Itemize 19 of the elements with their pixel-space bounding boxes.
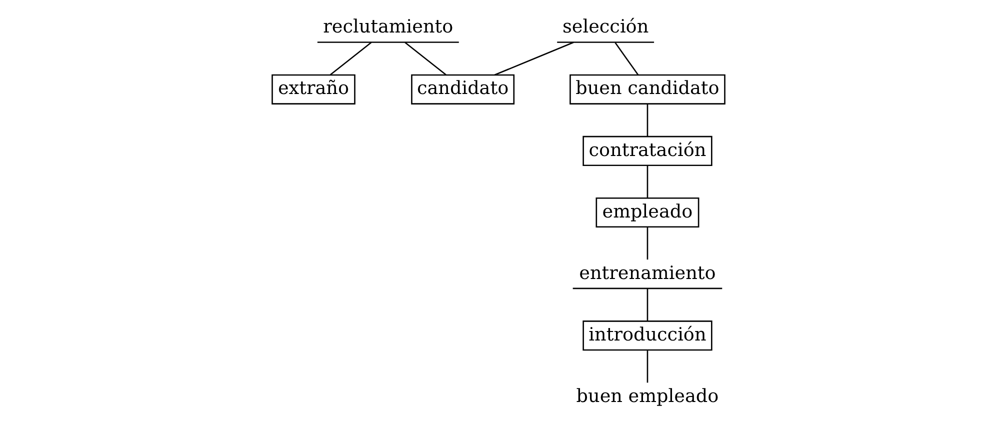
connector <box>330 42 372 76</box>
connector <box>614 42 639 76</box>
node-box: empleado <box>596 197 700 228</box>
node-text: selección <box>562 16 649 38</box>
node-box: extraño <box>272 74 356 104</box>
node-box: contratación <box>582 136 712 166</box>
connector <box>646 166 648 198</box>
node-box: introducción <box>582 320 712 351</box>
connector <box>404 42 446 76</box>
connector <box>494 42 574 76</box>
connector <box>646 350 648 383</box>
node-text: buen empleado <box>576 386 719 408</box>
node-box: candidato <box>411 74 515 104</box>
node-text: entrenamiento <box>579 262 716 284</box>
node-text: reclutamiento <box>323 16 454 38</box>
connector <box>646 289 648 322</box>
connector <box>646 227 648 260</box>
connector <box>646 104 648 136</box>
node-box: buen candidato <box>570 74 726 104</box>
